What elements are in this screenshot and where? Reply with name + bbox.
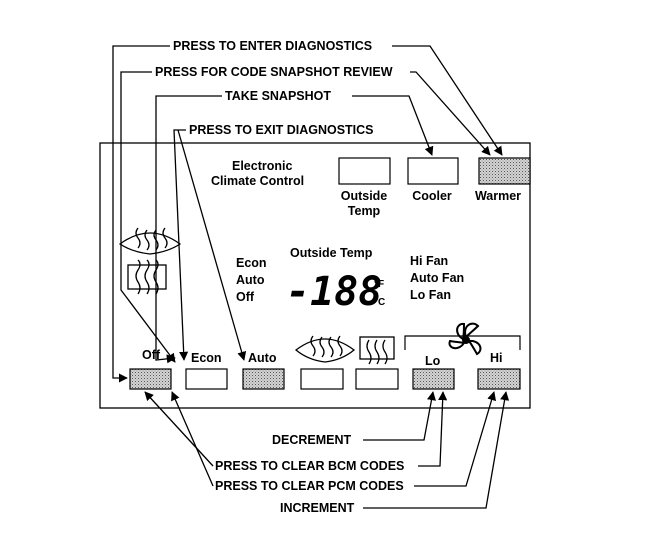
callout-enter-diagnostics: PRESS TO ENTER DIAGNOSTICS <box>173 39 372 53</box>
callout-increment: INCREMENT <box>280 501 355 515</box>
econ-button-label: Econ <box>191 351 222 365</box>
mode-off: Off <box>236 290 255 304</box>
windshield-defrost-icon <box>118 227 182 255</box>
rear-defrost-button[interactable] <box>355 368 399 390</box>
callout-exit-diagnostics: PRESS TO EXIT DIAGNOSTICS <box>189 123 374 137</box>
leader-lines-top <box>112 45 503 383</box>
lo-fan-button[interactable] <box>412 368 455 390</box>
windshield-defrost-icon <box>294 335 356 363</box>
panel-title-line2: Climate Control <box>211 174 304 188</box>
control-panel <box>99 142 531 409</box>
mode-auto: Auto <box>236 273 265 287</box>
callout-take-snapshot: TAKE SNAPSHOT <box>225 89 331 103</box>
callout-clear-bcm-codes: PRESS TO CLEAR BCM CODES <box>215 459 404 473</box>
callout-decrement: DECREMENT <box>272 433 352 447</box>
fan-mode-hi: Hi Fan <box>410 254 448 268</box>
auto-button[interactable] <box>242 368 285 390</box>
fan-icon <box>448 322 482 356</box>
rear-defrost-icon <box>359 336 395 365</box>
auto-button-label: Auto <box>248 351 277 365</box>
outside-temp-button[interactable] <box>338 157 391 185</box>
display-heading: Outside Temp <box>290 246 373 260</box>
hi-fan-button[interactable] <box>477 368 521 390</box>
fan-mode-lo: Lo Fan <box>410 288 451 302</box>
rear-defrost-icon <box>127 259 167 295</box>
leader-lines-bottom <box>144 391 510 509</box>
fan-mode-auto: Auto Fan <box>410 271 464 285</box>
cooler-button-label: Cooler <box>412 189 452 203</box>
off-button[interactable] <box>129 368 172 390</box>
outside-temp-button-label-2: Temp <box>348 204 381 218</box>
temp-readout: -188 <box>286 269 382 315</box>
front-defrost-button[interactable] <box>300 368 344 390</box>
unit-celsius: °C <box>374 297 385 308</box>
lo-button-label: Lo <box>425 354 441 368</box>
off-button-label: Off <box>142 348 161 362</box>
callout-clear-pcm-codes: PRESS TO CLEAR PCM CODES <box>215 479 404 493</box>
hi-button-label: Hi <box>490 351 503 365</box>
cooler-button[interactable] <box>407 157 459 185</box>
unit-fahrenheit: °F <box>374 279 384 290</box>
panel-title-line1: Electronic <box>232 159 292 173</box>
econ-button[interactable] <box>185 368 228 390</box>
warmer-button-label: Warmer <box>475 189 521 203</box>
outside-temp-button-label-1: Outside <box>341 189 388 203</box>
mode-econ: Econ <box>236 256 267 270</box>
warmer-button[interactable] <box>478 157 531 185</box>
callout-code-snapshot-review: PRESS FOR CODE SNAPSHOT REVIEW <box>155 65 393 79</box>
